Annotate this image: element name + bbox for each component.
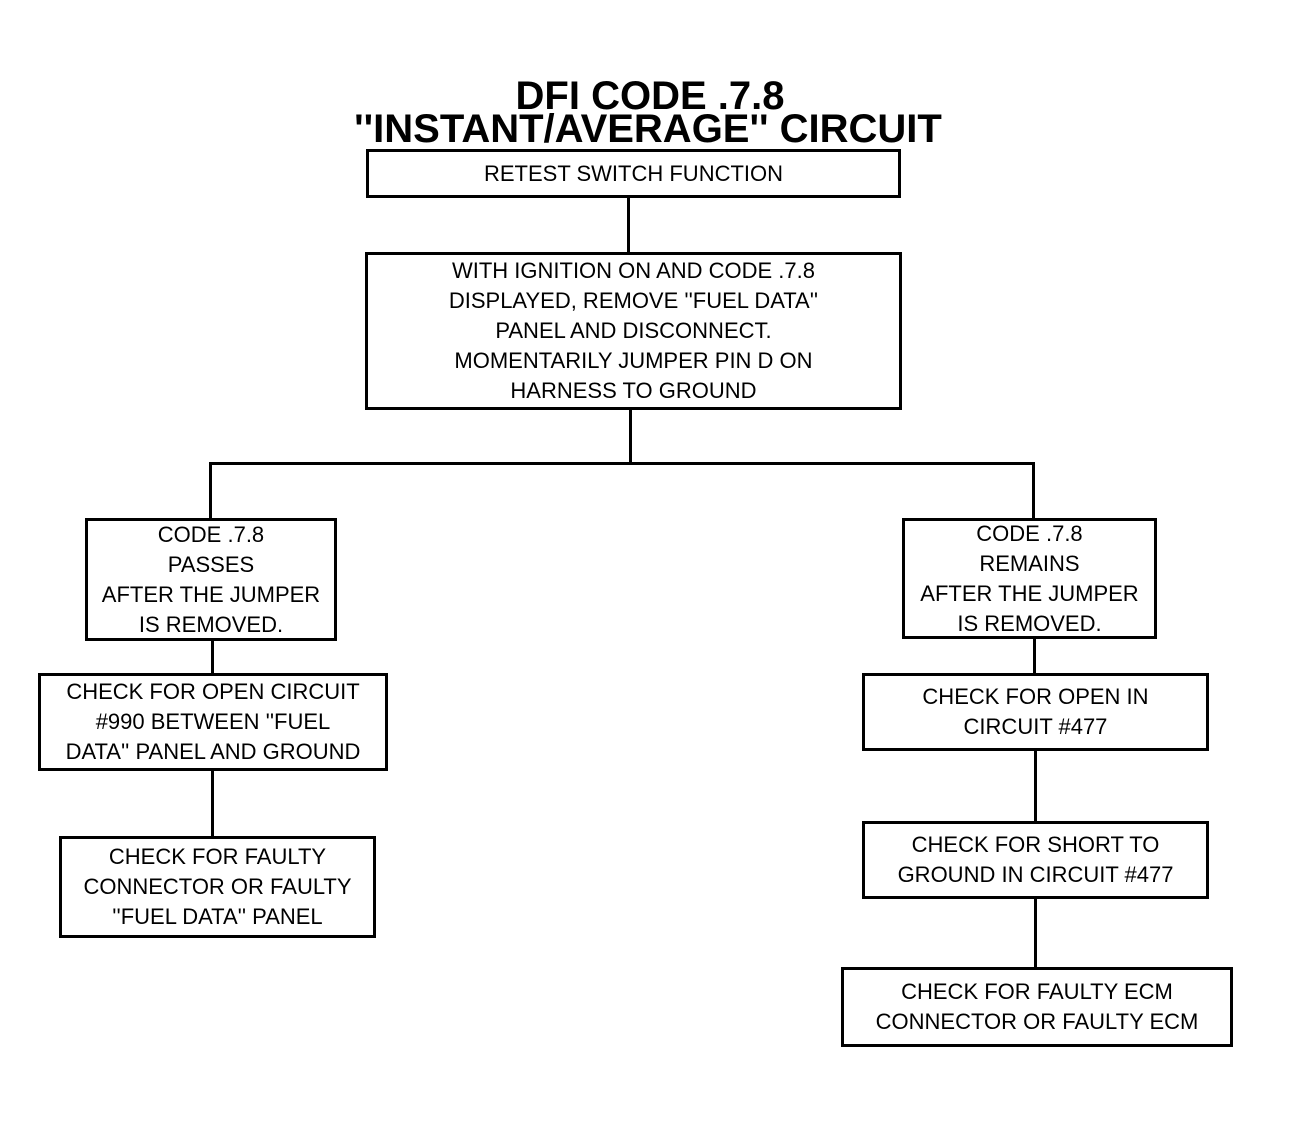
connector-split-to-passes <box>209 462 212 520</box>
connector-short477-to-faultyecm <box>1034 897 1037 969</box>
step-ignition-jumper-test-text: WITH IGNITION ON AND CODE .7.8 DISPLAYED… <box>448 258 819 403</box>
step-ignition-jumper-test: WITH IGNITION ON AND CODE .7.8 DISPLAYED… <box>365 252 902 410</box>
step-check-faulty-ecm-text: CHECK FOR FAULTY ECM CONNECTOR OR FAULTY… <box>875 979 1199 1034</box>
connector-ignition-to-split <box>629 409 632 465</box>
step-check-open-circuit-990: CHECK FOR OPEN CIRCUIT #990 BETWEEN ''FU… <box>38 673 388 771</box>
outcome-code-remains-text: CODE .7.8 REMAINS AFTER THE JUMPER IS RE… <box>920 520 1139 636</box>
connector-remains-to-open477 <box>1033 637 1036 675</box>
connector-split-to-remains <box>1032 462 1035 520</box>
step-check-faulty-fuel-data-panel-text: CHECK FOR FAULTY CONNECTOR OR FAULTY ''F… <box>83 844 352 929</box>
diagram-subtitle: ''INSTANT/AVERAGE'' CIRCUIT <box>354 107 942 151</box>
step-check-open-circuit-990-text: CHECK FOR OPEN CIRCUIT #990 BETWEEN ''FU… <box>65 679 361 764</box>
step-check-open-circuit-477: CHECK FOR OPEN IN CIRCUIT #477 <box>862 673 1209 751</box>
connector-passes-to-open990 <box>211 639 214 675</box>
connector-open477-to-short477 <box>1034 749 1037 823</box>
step-check-short-circuit-477: CHECK FOR SHORT TO GROUND IN CIRCUIT #47… <box>862 821 1209 899</box>
outcome-code-passes: CODE .7.8 PASSES AFTER THE JUMPER IS REM… <box>85 518 337 641</box>
step-retest-switch-function-text: RETEST SWITCH FUNCTION <box>483 160 784 186</box>
step-check-short-circuit-477-text: CHECK FOR SHORT TO GROUND IN CIRCUIT #47… <box>897 832 1174 887</box>
connector-open990-to-faultypanel <box>211 769 214 838</box>
connector-split-horizontal <box>209 462 1035 465</box>
outcome-code-passes-text: CODE .7.8 PASSES AFTER THE JUMPER IS REM… <box>101 521 321 637</box>
outcome-code-remains: CODE .7.8 REMAINS AFTER THE JUMPER IS RE… <box>902 518 1157 639</box>
step-check-open-circuit-477-text: CHECK FOR OPEN IN CIRCUIT #477 <box>922 684 1149 739</box>
step-check-faulty-fuel-data-panel: CHECK FOR FAULTY CONNECTOR OR FAULTY ''F… <box>59 836 376 938</box>
diagram-title: DFI CODE .7.8 <box>515 74 785 118</box>
step-check-faulty-ecm: CHECK FOR FAULTY ECM CONNECTOR OR FAULTY… <box>841 967 1233 1047</box>
connector-retest-to-ignition <box>627 196 630 254</box>
step-retest-switch-function: RETEST SWITCH FUNCTION <box>366 149 901 198</box>
